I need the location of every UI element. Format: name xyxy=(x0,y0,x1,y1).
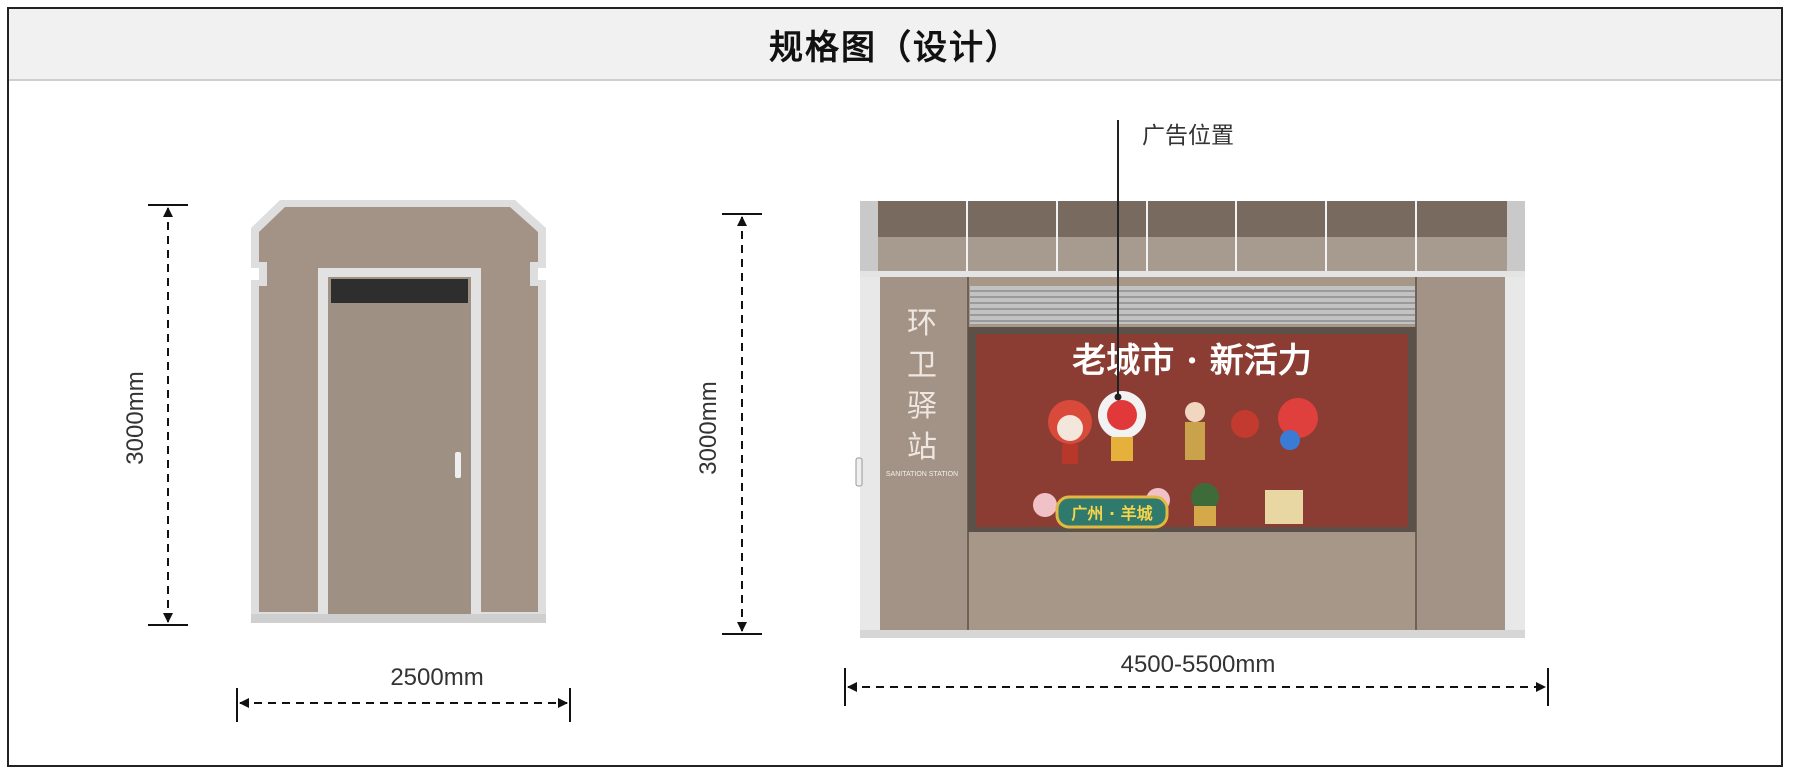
front-width-label: 2500mm xyxy=(390,664,483,691)
station-name-char-4: 站 xyxy=(907,430,937,465)
front-width-dimension: 2500mm xyxy=(236,664,571,722)
side-base xyxy=(860,630,1525,638)
side-width-dimension: 4500-5500mm xyxy=(844,651,1549,706)
roof-lower xyxy=(860,237,1525,271)
diagram-frame: 规格图（设计） xyxy=(7,7,1783,767)
side-height-label: 3000mm xyxy=(695,381,722,474)
door xyxy=(328,277,471,618)
door-vent xyxy=(331,279,468,303)
side-height-dimension: 3000mm xyxy=(695,213,762,635)
ad-badge xyxy=(1055,495,1169,529)
station-name-en: SANITATION STATION xyxy=(886,471,958,478)
station-name: 环 卫 驿 站 SANITATION STATION xyxy=(886,306,958,478)
side-body-right-panel xyxy=(1416,277,1505,630)
ad-headline: 老城市 · 新活力 xyxy=(1072,341,1312,381)
side-width-label: 4500-5500mm xyxy=(1121,651,1276,678)
front-view xyxy=(251,200,546,623)
station-name-char-3: 驿 xyxy=(907,389,937,424)
roof-panel-dividers xyxy=(966,201,1417,275)
side-body-right-trim xyxy=(1505,277,1525,635)
roof-left-cap xyxy=(860,201,878,271)
side-view: 老城市 · 新活力 广州 · 羊城 环 卫 驿 站 xyxy=(855,201,1525,638)
title-bar: 规格图（设计） xyxy=(9,9,1781,81)
front-height-label: 3000mm xyxy=(122,371,149,464)
front-base xyxy=(251,614,546,623)
roof-top xyxy=(860,201,1525,237)
ad-position-callout: 广告位置 xyxy=(1114,120,1234,401)
ad-position-label: 广告位置 xyxy=(1142,123,1234,149)
page-title: 规格图（设计） xyxy=(769,27,1021,68)
vent-slats xyxy=(970,290,1415,322)
front-height-dimension: 3000mm xyxy=(122,204,188,626)
door-handle xyxy=(455,452,461,478)
side-body-left-trim xyxy=(860,277,880,635)
roof-right-cap xyxy=(1507,201,1525,271)
side-body-left-panel xyxy=(880,277,968,630)
ad-figures xyxy=(1033,391,1318,526)
roof-trim xyxy=(860,271,1525,277)
ad-badge-text: 广州 · 羊城 xyxy=(1071,504,1152,523)
station-name-char-2: 卫 xyxy=(907,348,937,383)
vent-grille xyxy=(970,286,1415,324)
station-name-char-1: 环 xyxy=(907,306,937,341)
side-left-latch xyxy=(855,457,863,487)
